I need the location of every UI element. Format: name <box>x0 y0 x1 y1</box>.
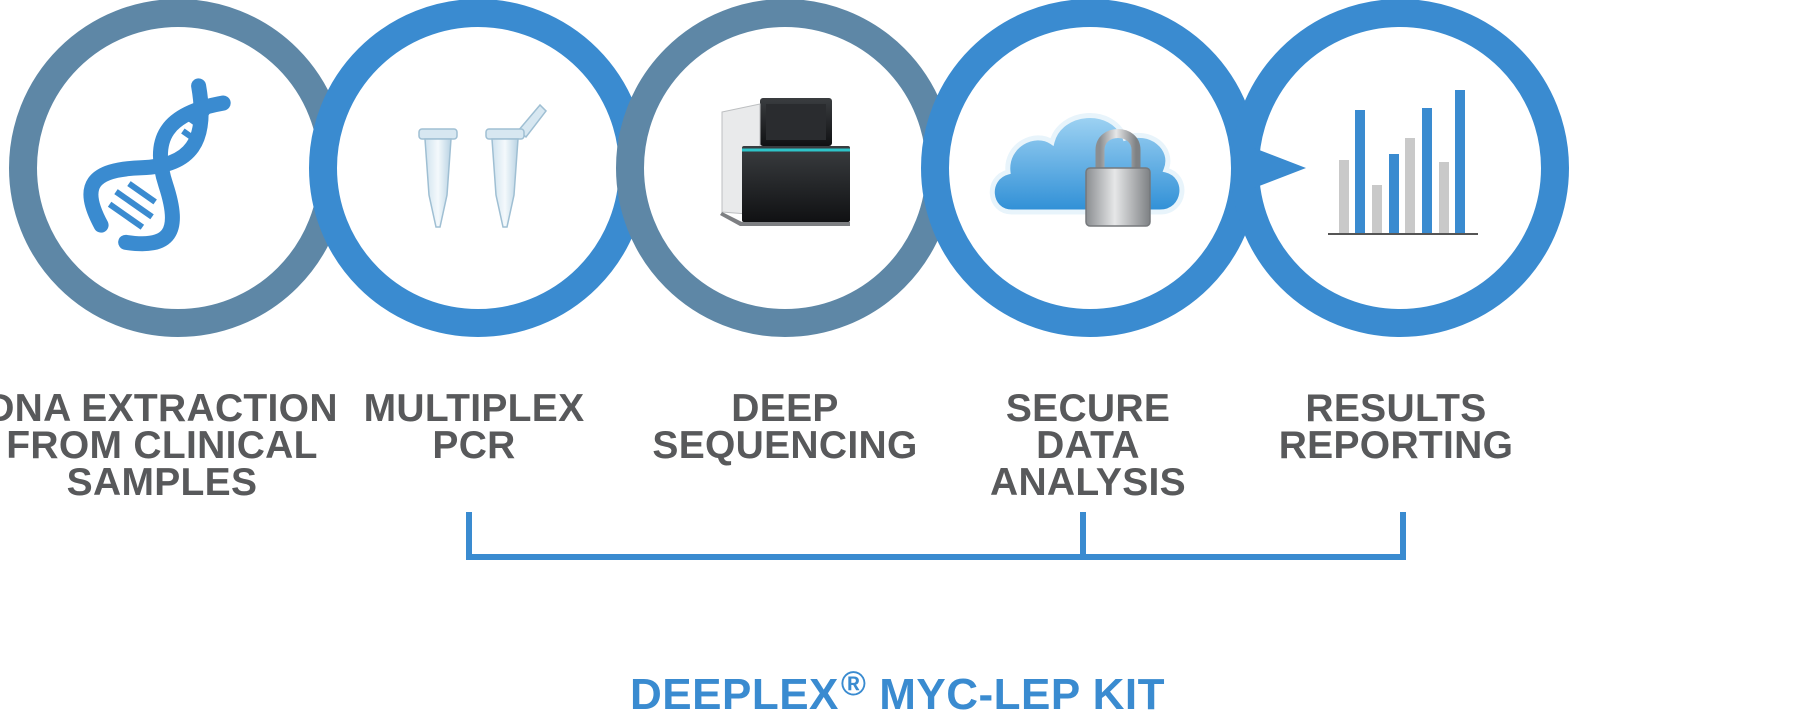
kit-label: DEEPLEX® MYC-LEP KIT <box>0 665 1795 720</box>
arrow-left-5 <box>1254 148 1306 188</box>
pcr-tubes-icon <box>418 103 547 228</box>
bar-chart-icon <box>1328 90 1478 235</box>
dna-helix-icon <box>83 78 231 252</box>
kit-name: DEEPLEX <box>630 670 839 719</box>
registered-mark: ® <box>840 665 867 703</box>
cloud-lock-icon <box>989 113 1185 227</box>
sequencer-icon <box>720 98 850 226</box>
kit-bracket <box>466 512 1406 560</box>
kit-suffix: MYC-LEP KIT <box>879 670 1165 719</box>
step-ring-5 <box>1231 0 1569 337</box>
